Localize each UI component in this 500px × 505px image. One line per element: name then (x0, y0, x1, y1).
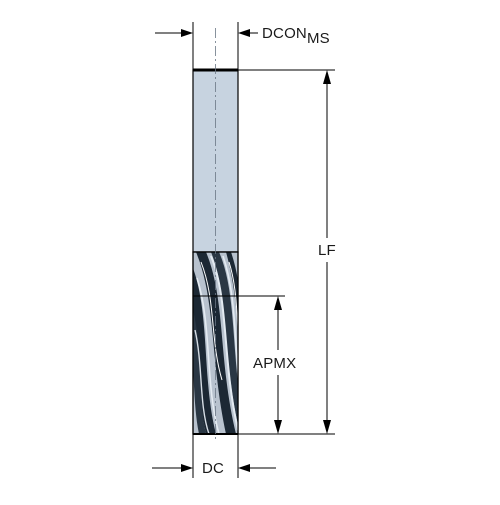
apmx-label: APMX (251, 355, 299, 372)
dc-label: DC (202, 460, 225, 477)
lf-dimension (238, 69, 335, 435)
apmx-dimension (193, 295, 285, 434)
dcon-label-subscript: MS (306, 30, 330, 47)
dcon-label-main: DCON (262, 25, 307, 42)
lf-label: LF (316, 242, 338, 259)
fluted-section (192, 251, 239, 435)
dcon-dimension (155, 22, 258, 70)
dc-dimension (152, 434, 276, 478)
dcon-label: DCONMS (262, 26, 330, 46)
